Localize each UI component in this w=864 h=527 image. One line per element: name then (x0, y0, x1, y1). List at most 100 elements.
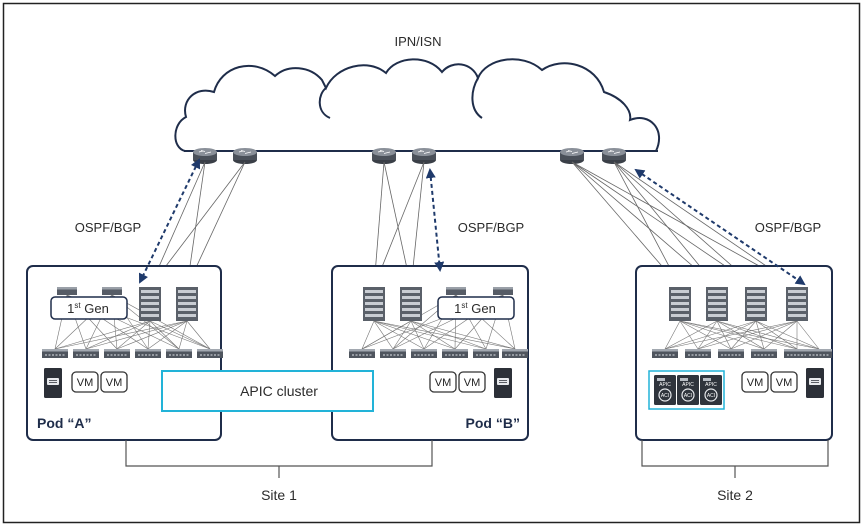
link-line (679, 320, 699, 350)
link-line (116, 320, 188, 350)
leaf-switch-icon (718, 349, 744, 358)
server-icon (44, 368, 62, 398)
ospf-arrow-a (138, 158, 201, 284)
leaf-switch-icon (502, 349, 528, 358)
vm-box (741, 371, 769, 393)
gen-label-b: 1st Gen (454, 301, 496, 316)
link-line (716, 320, 820, 350)
leaf-switch-icon (73, 349, 99, 358)
cloud-label: IPN/ISN (395, 34, 442, 49)
link-line (796, 320, 820, 350)
link-line (697, 320, 718, 350)
leaf-switch-icon (166, 349, 192, 358)
spine-switch-icon (786, 287, 808, 321)
pod-a-label: Pod “A” (37, 415, 91, 431)
link-line (149, 320, 180, 350)
link-line (85, 320, 188, 350)
site1-label: Site 1 (261, 487, 297, 503)
aci-label: ACI (661, 393, 669, 399)
apic-label: APIC (682, 382, 694, 388)
link-line (392, 320, 412, 350)
link-line (664, 320, 718, 350)
link-line (697, 320, 798, 350)
link-line (716, 320, 732, 350)
link-line (716, 320, 798, 350)
link-line (178, 320, 188, 350)
spine-switch-icon (745, 287, 767, 321)
link-line (664, 320, 757, 350)
link-line (716, 320, 765, 350)
server-icon (806, 368, 824, 398)
link-line (111, 294, 211, 350)
vm-label: VM (464, 377, 481, 389)
link-line (730, 320, 798, 350)
vm-box (770, 371, 798, 393)
ipn-cloud (174, 58, 661, 152)
vm-box (458, 371, 486, 393)
link-line (149, 320, 211, 350)
leaf-switch-icon (751, 349, 777, 358)
link-line (361, 320, 375, 350)
link-line (54, 320, 151, 350)
link-line (763, 320, 798, 350)
link-line (54, 320, 188, 350)
spine-switch-icon (176, 287, 198, 321)
ipn-router-icon (601, 148, 627, 164)
apic-cluster-site2-box (648, 370, 725, 410)
link-line (186, 320, 211, 350)
vm-label: VM (747, 377, 764, 389)
vm-label: VM (106, 377, 123, 389)
ipn-router-icon (192, 148, 218, 164)
pod-b-label: Pod “B” (466, 415, 520, 431)
ospf-label-mid: OSPF/BGP (458, 220, 524, 235)
link-line (730, 320, 757, 350)
apic-controller-icon (677, 375, 699, 405)
ipn-router-icon (371, 148, 397, 164)
ospf-arrow-c (634, 168, 806, 286)
site2-bracket (641, 440, 829, 467)
vm-label: VM (435, 377, 452, 389)
leaf-switch-icon (349, 349, 375, 358)
leaf-switch-icon (685, 349, 711, 358)
link-line (755, 320, 765, 350)
ipn-router-icon (559, 148, 585, 164)
spine-switch-icon (400, 287, 422, 321)
leaf-switch-icon (380, 349, 406, 358)
leaf-switch-icon (442, 349, 468, 358)
link-line (373, 320, 394, 350)
ospf-label-right: OSPF/BGP (755, 220, 821, 235)
gen-badge-b (437, 296, 515, 320)
leaf-switch-icon (197, 349, 223, 358)
aci-label: ACI (684, 393, 692, 399)
ospf-arrow-b (425, 168, 445, 272)
link-line (373, 320, 487, 350)
link-line (755, 320, 820, 350)
link-line (410, 320, 425, 350)
link-line (664, 320, 681, 350)
apic-controller-icon (654, 375, 676, 405)
vm-box (429, 371, 457, 393)
apic-cluster-label: APIC cluster (240, 383, 318, 399)
first-gen-spine-icon (493, 287, 513, 295)
link-line (679, 320, 765, 350)
spine-switch-icon (363, 287, 385, 321)
vm-label: VM (776, 377, 793, 389)
link-line (116, 320, 151, 350)
leaf-switch-icon (42, 349, 68, 358)
leaf-switch-icon (104, 349, 130, 358)
gen-label-a: 1st Gen (67, 301, 109, 316)
vm-label: VM (77, 377, 94, 389)
spine-switch-icon (139, 287, 161, 321)
ipn-router-icon (411, 148, 437, 164)
link-line (147, 320, 188, 350)
apic-label: APIC (659, 382, 671, 388)
ipn-router-icon (232, 148, 258, 164)
site1-bracket (125, 440, 433, 467)
first-gen-spine-icon (102, 287, 122, 295)
leaf-switch-icon (473, 349, 499, 358)
apic-controller-icon (700, 375, 722, 405)
first-gen-spine-icon (446, 287, 466, 295)
apic-cluster-box (161, 370, 374, 412)
link-line (679, 320, 798, 350)
